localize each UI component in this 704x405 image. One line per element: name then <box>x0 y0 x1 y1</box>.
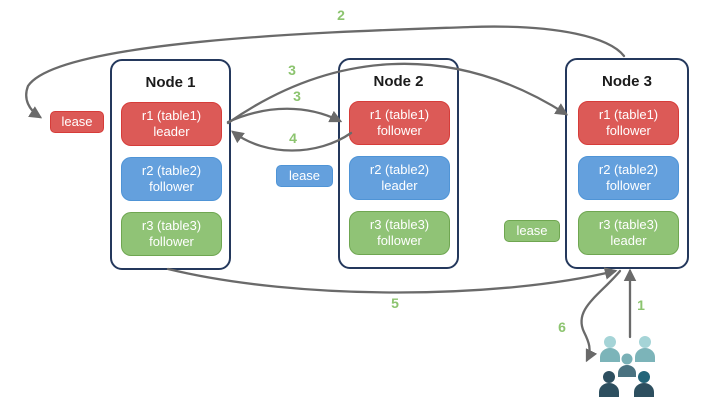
node-1-title: Node 1 <box>145 74 196 91</box>
replica-role-label: follower <box>377 123 422 138</box>
replica-role-label: follower <box>606 178 651 193</box>
node-2-replica-r1: r1 (table1) follower <box>349 101 450 145</box>
step-label-6: 6 <box>558 319 566 335</box>
node-3-replica-r2: r2 (table2) follower <box>578 156 679 200</box>
step-label-5: 5 <box>391 295 399 311</box>
step-label-3a: 3 <box>288 62 296 78</box>
users-icon <box>599 336 655 397</box>
replica-range-label: r3 (table3) <box>141 217 202 233</box>
replica-range-label: r2 (table2) <box>141 162 202 178</box>
node-3-title: Node 3 <box>601 73 652 90</box>
replica-role-label: follower <box>149 179 194 194</box>
lease-badge-red: lease <box>50 111 104 133</box>
replica-range-label: r3 (table3) <box>598 216 659 232</box>
arrow-step6-node3-to-users <box>580 269 622 363</box>
replica-range-label: r2 (table2) <box>598 161 659 177</box>
step-label-3b: 3 <box>293 88 301 104</box>
node-2-title: Node 2 <box>373 73 424 90</box>
lease-badge-blue: lease <box>276 165 333 187</box>
replica-role-label: leader <box>153 124 190 139</box>
node-1-replica-r1: r1 (table1) leader <box>121 102 222 146</box>
replica-role-label: follower <box>377 233 422 248</box>
step-label-4: 4 <box>289 130 297 146</box>
node-3-replica-r3: r3 (table3) leader <box>578 211 679 255</box>
arrow-step5-node1-to-node3 <box>166 267 618 294</box>
step-label-2: 2 <box>337 7 345 23</box>
replica-range-label: r1 (table1) <box>598 106 659 122</box>
arrow-step3-leader-to-node2 <box>226 107 343 124</box>
node-2-replica-r3: r3 (table3) follower <box>349 211 450 255</box>
lease-badge-green: lease <box>504 220 560 242</box>
node-3-replica-r1: r1 (table1) follower <box>578 101 679 145</box>
node-1-replica-r3: r3 (table3) follower <box>121 212 222 256</box>
step-label-1: 1 <box>637 297 645 313</box>
node-1-replica-r2: r2 (table2) follower <box>121 157 222 201</box>
replica-role-label: leader <box>381 178 418 193</box>
replica-range-label: r3 (table3) <box>369 216 430 232</box>
replica-range-label: r2 (table2) <box>369 161 430 177</box>
replica-role-label: follower <box>149 234 194 249</box>
node-2-box: Node 2 r1 (table1) follower r2 (table2) … <box>338 58 459 269</box>
node-2-replica-r2: r2 (table2) leader <box>349 156 450 200</box>
replica-range-label: r1 (table1) <box>141 107 202 123</box>
replica-role-label: follower <box>606 123 651 138</box>
replica-range-label: r1 (table1) <box>369 106 430 122</box>
node-1-box: Node 1 r1 (table1) leader r2 (table2) fo… <box>110 59 231 270</box>
replica-role-label: leader <box>610 233 647 248</box>
node-3-box: Node 3 r1 (table1) follower r2 (table2) … <box>565 58 689 269</box>
